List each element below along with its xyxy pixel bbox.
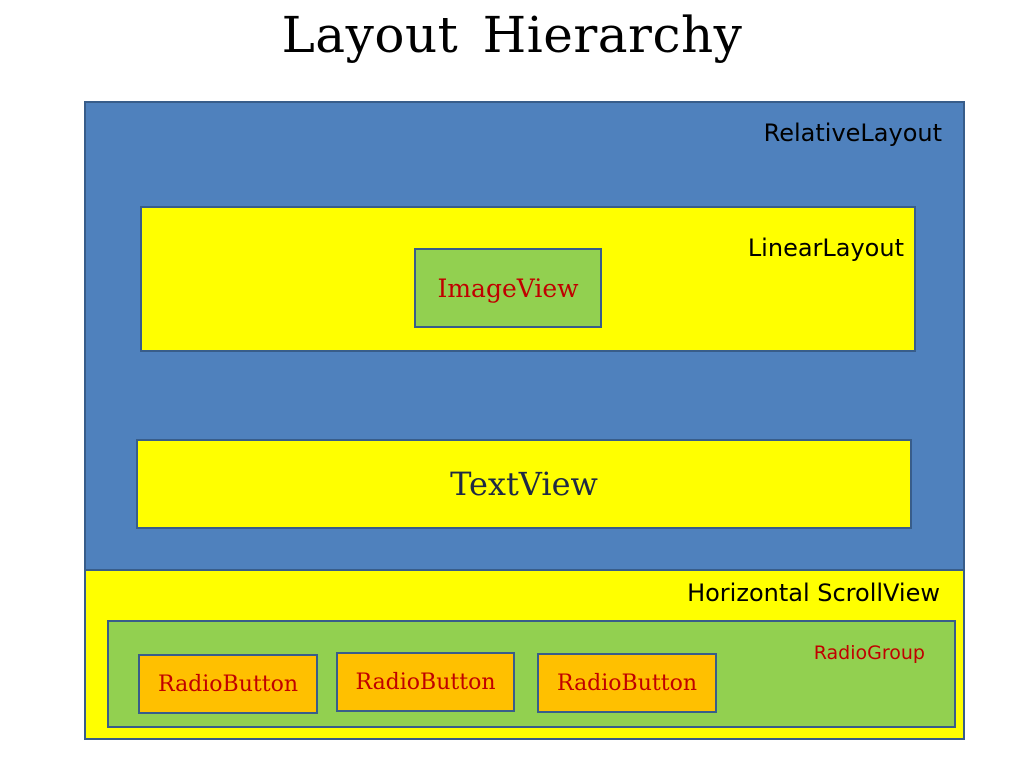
text-view-box: TextView xyxy=(136,439,912,529)
radio-button-label: RadioButton xyxy=(557,670,697,696)
radio-button-label: RadioButton xyxy=(158,671,298,697)
radio-button-box: RadioButton xyxy=(138,654,318,714)
linear-layout-label: LinearLayout xyxy=(747,234,904,262)
text-view-label: TextView xyxy=(450,465,598,503)
radio-button-box: RadioButton xyxy=(336,652,515,712)
image-view-label: ImageView xyxy=(437,273,579,303)
slide-title: Layout Hierarchy xyxy=(281,6,743,64)
radio-button-box: RadioButton xyxy=(537,653,717,713)
horizontal-scroll-view-label: Horizontal ScrollView xyxy=(687,579,940,607)
relative-layout-label: RelativeLayout xyxy=(763,119,942,147)
radio-button-label: RadioButton xyxy=(355,669,496,695)
radio-group-label: RadioGroup xyxy=(813,642,925,664)
image-view-box: ImageView xyxy=(414,248,602,328)
